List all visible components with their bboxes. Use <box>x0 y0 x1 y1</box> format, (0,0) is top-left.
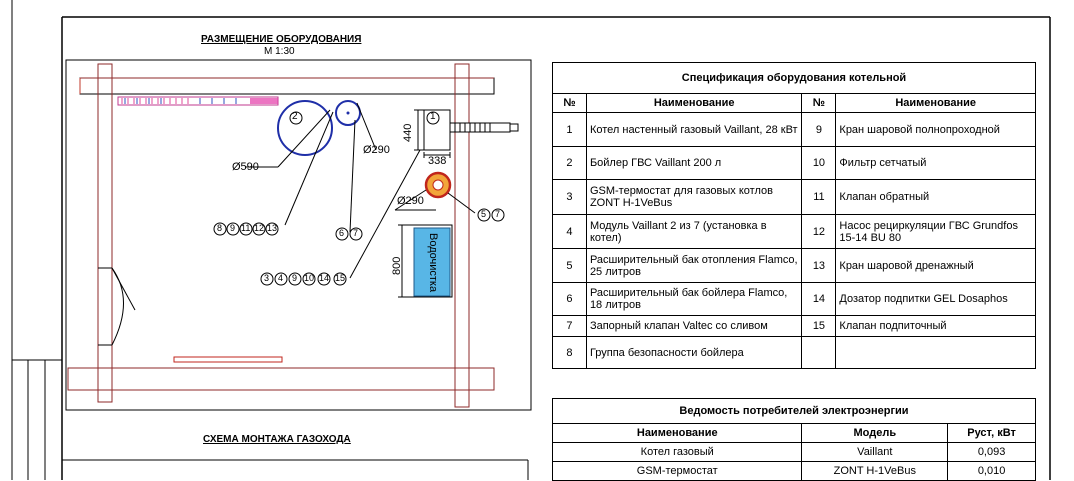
spec-name: Дозатор подпитки GEL Dosaphos <box>835 282 1036 317</box>
spec-name: Котел настенный газовый Vaillant, 28 кВт <box>585 112 803 148</box>
spec-name: Расширительный бак отопления Flamco, 25 … <box>585 248 803 284</box>
dim-boiler-height: 440 <box>402 123 414 142</box>
spec-num: 10 <box>801 146 837 181</box>
spec-num: 14 <box>801 282 837 317</box>
table-row: 7 Запорный клапан Valtec со сливом 15 Кл… <box>552 315 1036 338</box>
spec-name <box>835 336 1036 369</box>
plan-title: РАЗМЕЩЕНИЕ ОБОРУДОВАНИЯ <box>201 34 362 45</box>
spec-num: 9 <box>801 112 837 148</box>
power-name: Котел газовый <box>551 442 803 462</box>
spec-caption: Спецификация оборудования котельной <box>552 62 1036 94</box>
dim-boiler-width: 338 <box>428 155 447 167</box>
plan-frame <box>65 59 532 411</box>
spec-header-name-1: Наименование <box>585 92 803 114</box>
spec-num: 2 <box>552 146 587 181</box>
marker-group-d-3: 10 <box>304 273 315 283</box>
wall-bottom <box>67 367 495 391</box>
marker-group-a-1: 9 <box>230 223 236 233</box>
spec-num <box>801 336 837 369</box>
marker-group-b-0: 6 <box>339 228 345 238</box>
table-row: 4 Модуль Vaillant 2 из 7 (установка в ко… <box>552 214 1036 250</box>
spec-num: 12 <box>801 214 837 250</box>
table-row: 3 GSM-термостат для газовых котлов ZONT … <box>552 179 1036 216</box>
spec-num: 11 <box>801 179 837 216</box>
power-header-kw: Руст, кВт <box>947 423 1036 443</box>
spec-num: 7 <box>552 315 587 338</box>
spec-num: 1 <box>552 112 587 148</box>
spec-name: Бойлер ГВС Vaillant 200 л <box>585 146 803 181</box>
spec-num: 13 <box>801 248 837 284</box>
table-row: 1 Котел настенный газовый Vaillant, 28 к… <box>552 112 1036 148</box>
table-row: 6 Расширительный бак бойлера Flamco, 18 … <box>552 282 1036 317</box>
flue-title: СХЕМА МОНТАЖА ГАЗОХОДА <box>203 434 351 445</box>
wall-top <box>79 77 495 95</box>
plan-scale: М 1:30 <box>264 46 295 57</box>
spec-num: 8 <box>552 336 587 369</box>
marker-group-c-1: 7 <box>495 209 501 219</box>
spec-header-name-2: Наименование <box>835 92 1036 114</box>
spec-num: 6 <box>552 282 587 317</box>
power-caption: Ведомость потребителей электроэнергии <box>552 398 1036 424</box>
marker-2: 2 <box>292 111 298 122</box>
spec-name: Фильтр сетчатый <box>835 146 1036 181</box>
marker-group-a-0: 8 <box>217 223 223 233</box>
marker-group-d-1: 4 <box>278 273 284 283</box>
dhw-tank-circle <box>277 100 333 156</box>
power-header-name: Наименование <box>551 423 803 443</box>
power-table: Ведомость потребителей электроэнергии На… <box>551 398 1036 481</box>
spec-name: Кран шаровой дренажный <box>835 248 1036 284</box>
spec-name: Насос рециркуляции ГВС Grundfos 15-14 BU… <box>835 214 1036 250</box>
table-row: 5 Расширительный бак отопления Flamco, 2… <box>552 248 1036 284</box>
door-swing <box>111 267 124 346</box>
marker-group-a-4: 13 <box>267 223 278 233</box>
spec-num: 4 <box>552 214 587 250</box>
spec-header-num-1: № <box>552 92 587 114</box>
marker-group-a-3: 12 <box>254 223 265 233</box>
power-model: Vaillant <box>801 442 949 462</box>
table-row: 2 Бойлер ГВС Vaillant 200 л 10 Фильтр се… <box>552 146 1036 181</box>
dim-tank-diameter: Ø590 <box>232 161 259 173</box>
power-header-model: Модель <box>801 423 949 443</box>
marker-group-d-2: 9 <box>292 273 298 283</box>
marker-group-d-5: 15 <box>335 273 346 283</box>
marker-group-d-0: 3 <box>264 273 270 283</box>
boiler-exp-tank-circle <box>335 100 361 126</box>
spec-name: Группа безопасности бойлера <box>585 336 803 369</box>
spec-header-num-2: № <box>801 92 837 114</box>
marker-group-b-1: 7 <box>353 228 359 238</box>
wall-left <box>97 63 113 403</box>
power-kw: 0,010 <box>947 461 1036 481</box>
spec-num: 5 <box>552 248 587 284</box>
spec-name: Клапан подпиточный <box>835 315 1036 338</box>
power-kw: 0,093 <box>947 442 1036 462</box>
floor-grate <box>173 356 283 363</box>
marker-group-a-2: 11 <box>241 223 251 233</box>
power-name: GSM-термостат <box>551 461 803 481</box>
dim-heating-exp-tank-diameter: Ø290 <box>397 195 424 207</box>
water-treatment-label: Водочистка <box>427 233 439 293</box>
spec-name: Клапан обратный <box>835 179 1036 216</box>
marker-1: 1 <box>430 111 436 122</box>
spec-name: Кран шаровой полнопроходной <box>835 112 1036 148</box>
spec-name: Расширительный бак бойлера Flamco, 18 ли… <box>585 282 803 317</box>
spec-name: Запорный клапан Valtec со сливом <box>585 315 803 338</box>
dim-unit-length: 800 <box>391 256 403 275</box>
spec-table: Спецификация оборудования котельной № На… <box>552 62 1036 369</box>
dim-exp-tank-diameter: Ø290 <box>363 144 390 156</box>
spec-num: 15 <box>801 315 837 338</box>
marker-group-c-0: 5 <box>481 209 487 219</box>
power-model: ZONT H-1VeBus <box>801 461 949 481</box>
wall-right <box>454 63 470 408</box>
spec-name: GSM-термостат для газовых котлов ZONT H-… <box>585 179 803 216</box>
table-row: 8 Группа безопасности бойлера <box>552 336 1036 369</box>
water-treatment-unit <box>413 227 451 297</box>
spec-num: 3 <box>552 179 587 216</box>
table-row: Котел газовый Vaillant 0,093 <box>551 442 1036 462</box>
spec-name: Модуль Vaillant 2 из 7 (установка в коте… <box>585 214 803 250</box>
marker-group-d-4: 14 <box>319 273 330 283</box>
table-row: GSM-термостат ZONT H-1VeBus 0,010 <box>551 461 1036 481</box>
